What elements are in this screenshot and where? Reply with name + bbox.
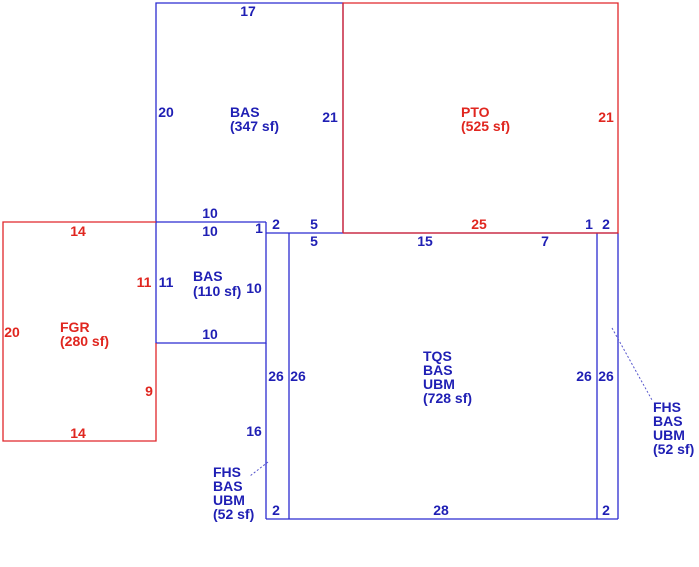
fhs-left-line-2: BAS: [213, 478, 243, 494]
dim-bas-top-top: 17: [240, 3, 256, 19]
tqs-line-1: TQS: [423, 348, 452, 364]
dim-bas-mid-bottom: 10: [202, 326, 218, 342]
fgr-code: FGR: [60, 319, 90, 335]
dim-tqs-top-left: 5: [310, 216, 318, 232]
dim-bas-top-bottom: 10: [202, 205, 218, 221]
fhs-left-line-1: FHS: [213, 464, 241, 480]
dim-fhs-left-outer: 16: [246, 423, 262, 439]
dim-bas-mid-right: 10: [246, 280, 262, 296]
dim-tqs-top-mid: 15: [417, 233, 433, 249]
dim-fgr-right-lower: 9: [145, 383, 153, 399]
bas-mid-area: (110 sf): [193, 283, 241, 299]
fhs-right-leader-line: [611, 327, 653, 401]
bas-mid-outline: [155, 222, 267, 344]
dim-tqs-top-right: 7: [541, 233, 549, 249]
bas-top-code: BAS: [230, 104, 260, 120]
pto-code: PTO: [461, 104, 490, 120]
dim-pto-corner-1: 1: [585, 216, 593, 232]
fhs-left-area: (52 sf): [213, 506, 254, 522]
dim-tqs-right: 26: [576, 368, 592, 384]
dim-bas-top-right: 21: [322, 109, 338, 125]
fhs-left-line-3: UBM: [213, 492, 245, 508]
dim-bas-mid-left: 11: [159, 274, 174, 290]
dim-pto-right: 21: [598, 109, 614, 125]
tqs-area: (728 sf): [423, 390, 472, 406]
dim-fhs-left-right: 26: [290, 368, 306, 384]
tqs-line-2: BAS: [423, 362, 453, 378]
dim-tqs-top-left-inner: 5: [310, 233, 318, 249]
dim-fhs-left-top: 2: [272, 216, 280, 232]
fhs-right-area: (52 sf): [653, 441, 694, 457]
dimension-labels: 17 20 21 10 21 25 1 2 14 20 11 9 14 10 1…: [4, 3, 614, 518]
dim-fhs-left-bottom: 2: [272, 502, 280, 518]
dim-bas-mid-corner: 1: [255, 220, 263, 236]
dim-fgr-bottom: 14: [70, 425, 86, 441]
dim-pto-corner-2: 2: [602, 216, 610, 232]
fgr-area: (280 sf): [60, 333, 109, 349]
dim-bas-mid-top: 10: [202, 223, 218, 239]
dim-fhs-left-left: 26: [268, 368, 284, 384]
dim-fhs-right-bottom: 2: [602, 502, 610, 518]
fhs-right-line-1: FHS: [653, 399, 681, 415]
area-labels: BAS (347 sf) PTO (525 sf) FGR (280 sf) B…: [60, 104, 694, 522]
bas-top-area: (347 sf): [230, 118, 279, 134]
bas-mid-code: BAS: [193, 268, 223, 284]
dim-pto-bottom: 25: [471, 216, 487, 232]
dim-fgr-right-upper: 11: [137, 274, 152, 290]
non-living-area-edges: [2, 2, 619, 442]
dim-fgr-top: 14: [70, 223, 86, 239]
living-area-edges: [155, 2, 619, 520]
pto-area: (525 sf): [461, 118, 510, 134]
dim-fhs-right-left: 26: [598, 368, 614, 384]
dim-fgr-left: 20: [4, 324, 20, 340]
tqs-line-3: UBM: [423, 376, 455, 392]
fhs-right-line-2: BAS: [653, 413, 683, 429]
pto-outline: [342, 2, 619, 234]
fhs-right-line-3: UBM: [653, 427, 685, 443]
dim-bas-top-left: 20: [158, 104, 174, 120]
fgr-outline: [2, 221, 157, 442]
dim-tqs-bottom: 28: [433, 502, 449, 518]
fhs-left-leader-line: [249, 461, 269, 477]
